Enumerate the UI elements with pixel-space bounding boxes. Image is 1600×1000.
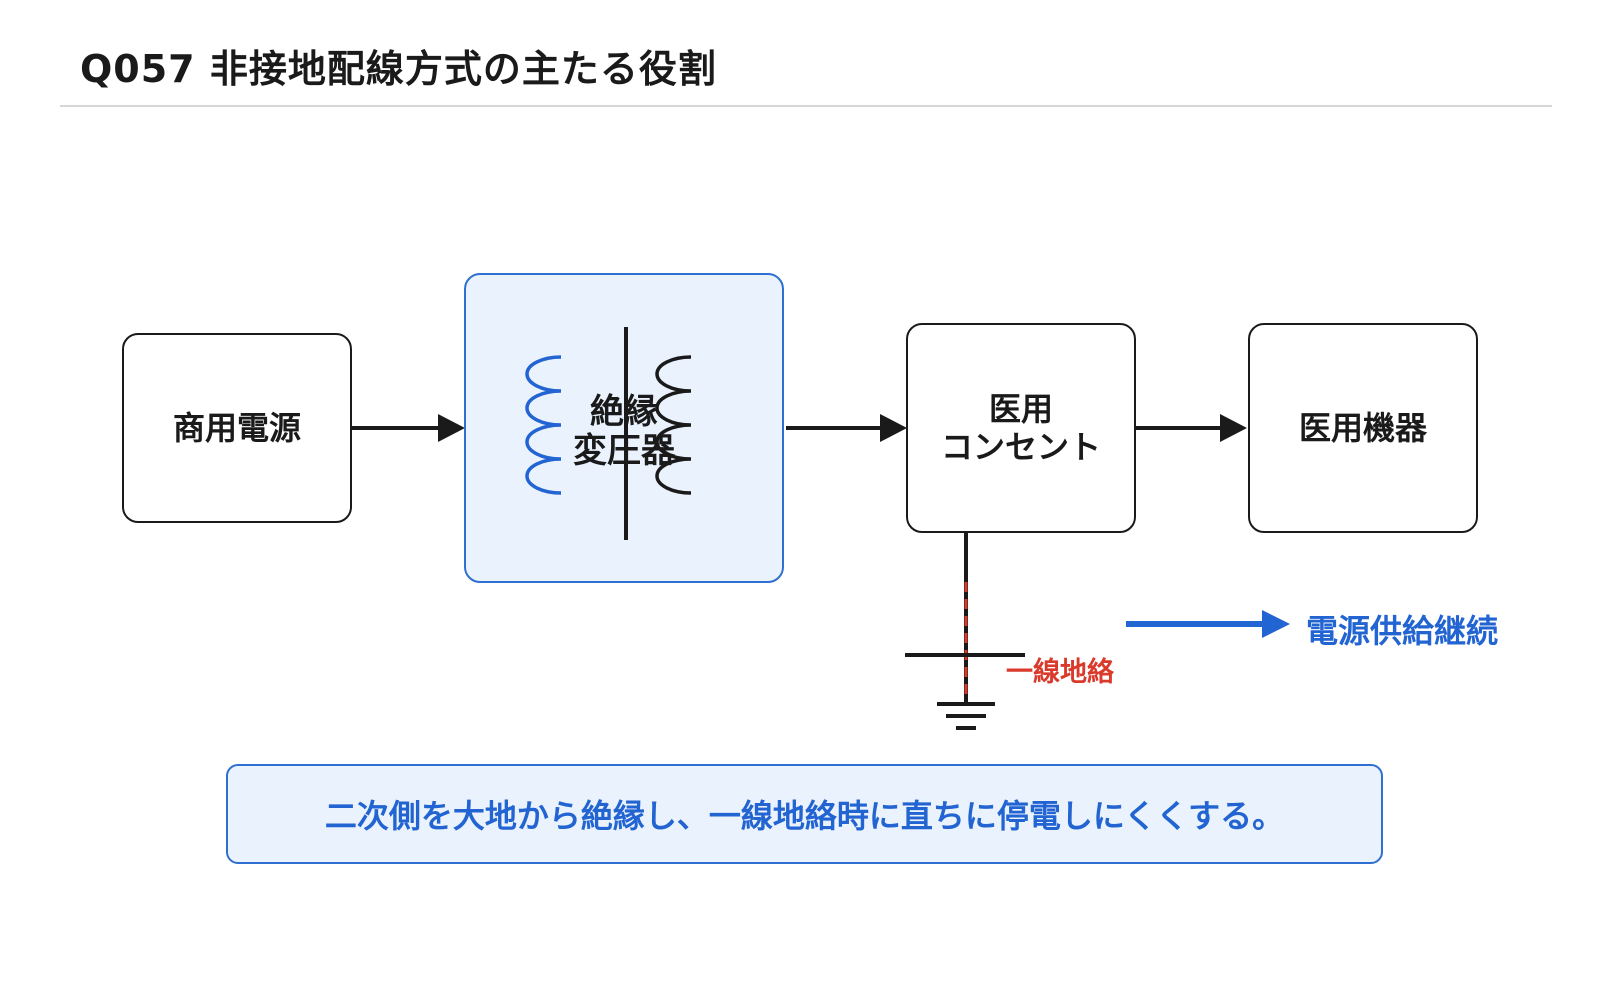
page-title: Q057 非接地配線方式の主たる役割	[80, 47, 717, 91]
block-outlet-label: 医用 コンセント	[940, 389, 1101, 466]
ground-fault-label: 一線地絡	[1006, 657, 1114, 688]
flow-arrow-transformer-to-outlet	[786, 414, 907, 442]
supply-continue-arrow	[1126, 610, 1290, 638]
summary-caption: 二次側を大地から絶縁し、一線地絡時に直ちに停電しにくくする。	[226, 764, 1383, 864]
block-isolation-transformer: 絶縁 変圧器	[464, 273, 784, 583]
ground-fault-path	[905, 533, 1025, 703]
summary-caption-text: 二次側を大地から絶縁し、一線地絡時に直ちに停電しにくくする。	[324, 797, 1285, 835]
ground-symbol-icon	[937, 702, 995, 730]
flow-arrow-outlet-to-equipment	[1136, 414, 1247, 442]
block-equipment-label: 医用機器	[1298, 408, 1427, 447]
supply-continue-label: 電源供給継続	[1306, 612, 1499, 650]
transformer-coils-icon	[525, 327, 692, 540]
block-medical-outlet: 医用 コンセント	[906, 323, 1136, 533]
block-transformer-label: 絶縁 変圧器	[573, 392, 675, 472]
block-power-source-label: 商用電源	[172, 408, 301, 447]
block-power-source: 商用電源	[122, 333, 352, 523]
title-divider	[60, 105, 1552, 107]
block-medical-equipment: 医用機器	[1248, 323, 1478, 533]
flow-arrow-source-to-transformer	[351, 414, 465, 442]
